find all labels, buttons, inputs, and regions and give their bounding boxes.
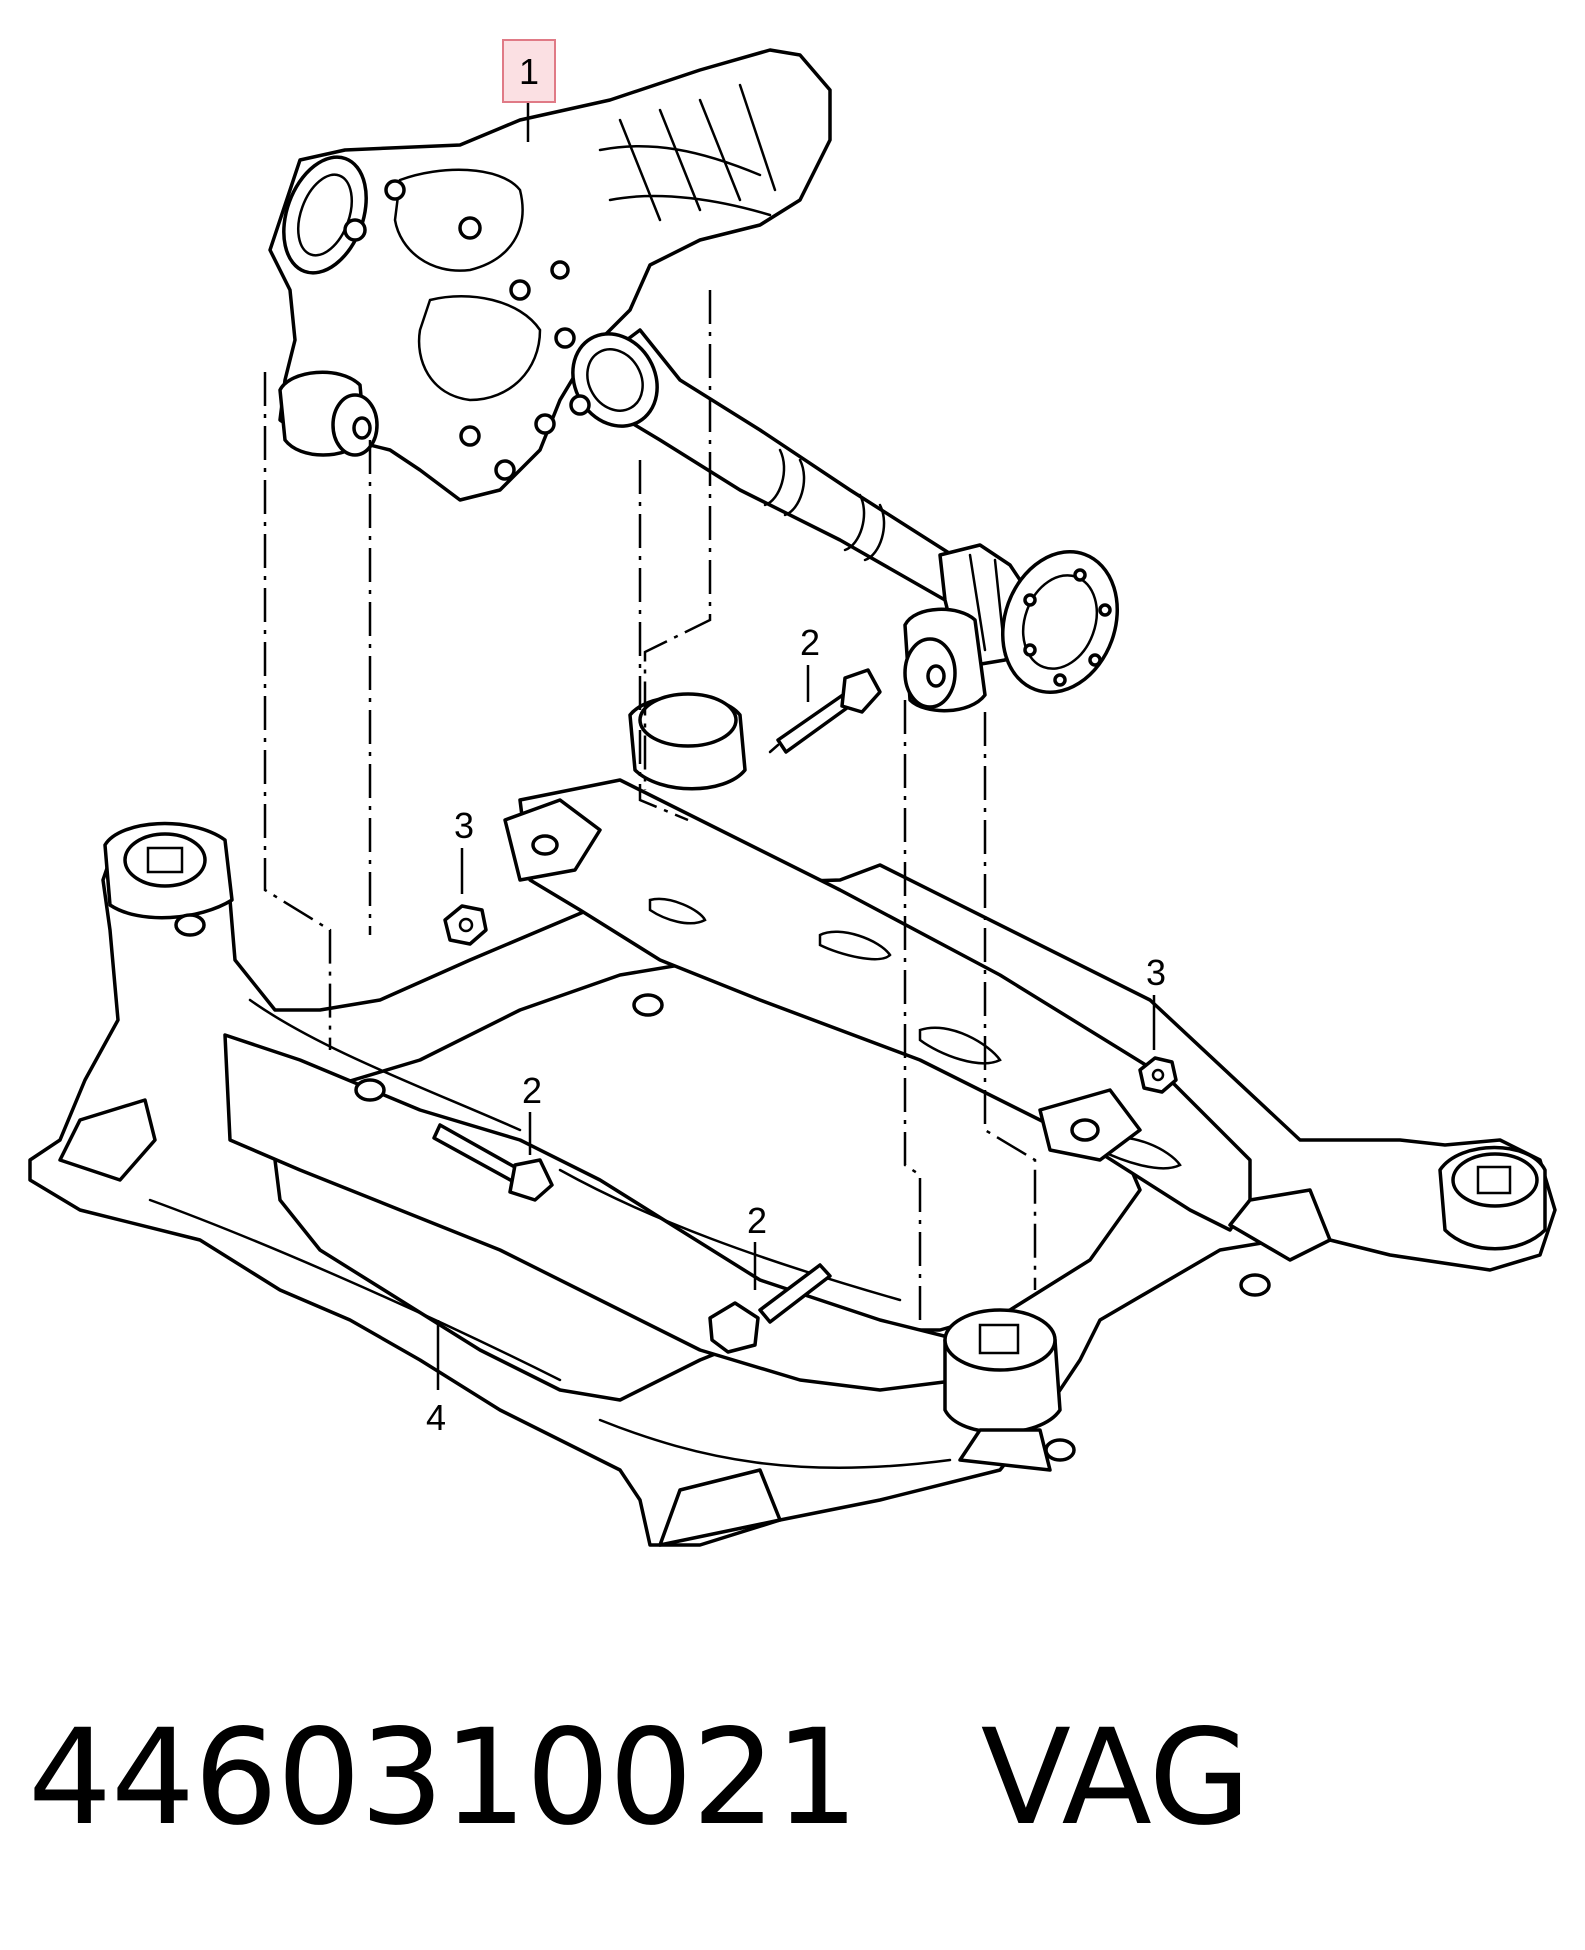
part-number: 4460310021 <box>28 1701 859 1855</box>
assembly-dashed-lines <box>263 290 1037 1325</box>
bolt-part-2-lower <box>708 1263 832 1354</box>
callout-label-2-middle: 2 <box>522 1070 542 1111</box>
nut-part-3-right <box>1138 1056 1178 1094</box>
callout-label-2-lower: 2 <box>747 1200 767 1241</box>
callout-labels: 1 2 2 2 3 3 4 <box>426 39 1166 1438</box>
bolt-part-2-middle <box>432 1123 554 1202</box>
brand-name: VAG <box>980 1701 1251 1855</box>
nut-part-3-left <box>443 904 488 946</box>
callout-label-4: 4 <box>426 1397 446 1438</box>
final-drive-part-1 <box>268 48 1119 713</box>
exploded-parts-diagram: 1 2 2 2 3 3 4 <box>28 39 1557 1547</box>
callout-label-3-left: 3 <box>454 805 474 846</box>
callout-label-1: 1 <box>519 51 539 92</box>
bolt-part-2-upper <box>768 668 882 754</box>
callout-1-highlight <box>502 39 556 103</box>
caption-gap <box>858 1701 981 1855</box>
part-number-caption: 4460310021 VAG <box>28 1698 1251 1858</box>
callout-label-3-right: 3 <box>1146 952 1166 993</box>
subframe-part-4 <box>28 692 1557 1547</box>
callout-leaders <box>436 103 1156 1390</box>
callout-label-2-upper: 2 <box>800 622 820 663</box>
